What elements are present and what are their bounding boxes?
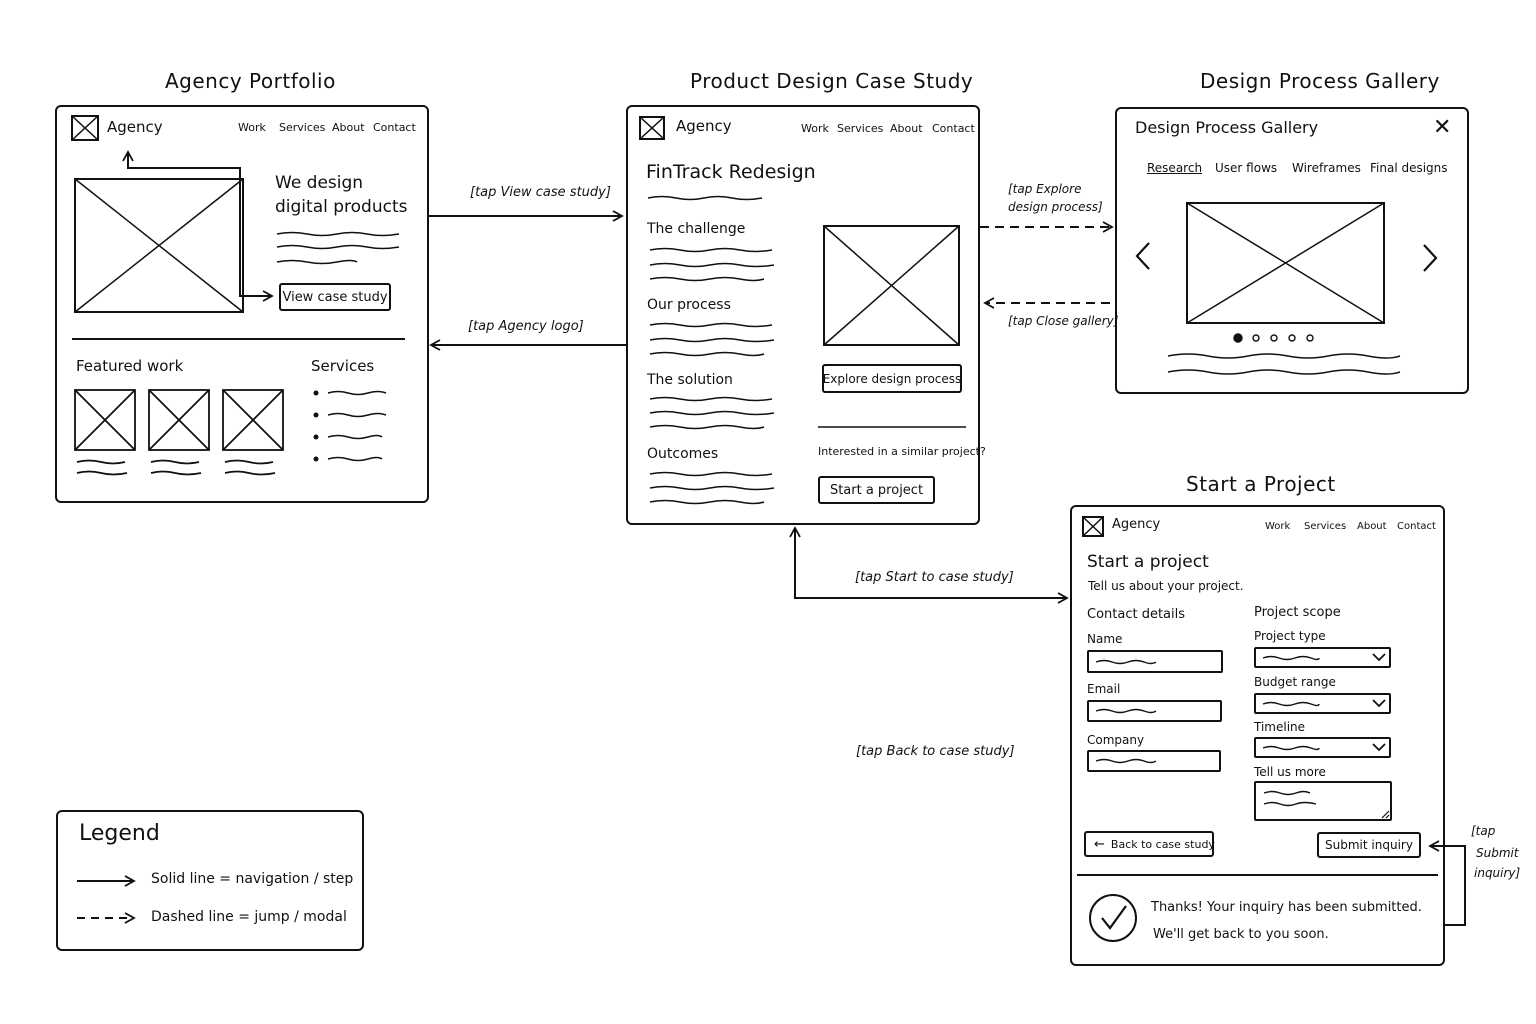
case-study-nav-about[interactable]: About [890,122,923,135]
company-field[interactable] [1087,750,1221,772]
start-project-screen [1070,505,1445,966]
gallery-tab-final-designs[interactable]: Final designs [1370,161,1448,175]
start-project-nav-about[interactable]: About [1357,521,1387,532]
back-to-case-study-label: Back to case study [1110,837,1215,851]
view-case-study-button[interactable]: View case study [279,283,391,311]
explore-design-process-button[interactable]: Explore design process [822,364,962,393]
gallery-tab-research[interactable]: Research [1147,161,1203,175]
annotation-explore-line2: design process] [1008,200,1103,214]
case-study-nav-contact[interactable]: Contact [932,122,975,135]
annotation-submit-line2: Submit [1476,846,1519,860]
arrow-left-icon: ← [1094,836,1105,852]
case-study-screen-title: Product Design Case Study [690,69,974,93]
annotation-explore-line1: [tap Explore [1008,182,1082,196]
name-label: Name [1087,632,1123,646]
portfolio-nav-about[interactable]: About [332,121,365,134]
legend-title: Legend [79,821,160,846]
budget-range-label: Budget range [1254,675,1336,689]
annotation-start-case: [tap Start to case study] [855,570,1014,585]
annotation-agency-logo: [tap Agency logo] [468,319,584,334]
project-scope-heading: Project scope [1254,605,1341,620]
timeline-select[interactable] [1254,737,1391,758]
portfolio-hero-line1: We design [275,173,364,193]
portfolio-screen-title: Agency Portfolio [165,69,336,93]
submit-inquiry-button[interactable]: Submit inquiry [1317,832,1421,858]
annotation-view-case-study: [tap View case study] [470,185,611,200]
legend-solid-label: Solid line = navigation / step [151,871,354,887]
portfolio-services-heading: Services [311,357,375,375]
portfolio-featured-heading: Featured work [76,357,184,375]
budget-range-select[interactable] [1254,693,1391,714]
annotation-submit-line1: [tap [1471,824,1496,838]
case-study-nav-services[interactable]: Services [837,122,884,135]
portfolio-nav-contact[interactable]: Contact [373,121,416,134]
annotation-close-gallery: [tap Close gallery] [1008,314,1119,328]
portfolio-brand[interactable]: Agency [107,118,163,136]
project-type-label: Project type [1254,629,1326,643]
tell-us-more-textarea[interactable] [1254,781,1392,821]
contact-details-heading: Contact details [1087,607,1186,622]
arrow-start-project [794,530,1069,604]
case-study-section-process: Our process [647,297,731,313]
portfolio-nav-services[interactable]: Services [279,121,326,134]
success-message-line2: We'll get back to you soon. [1153,927,1329,942]
case-study-cta-prompt: Interested in a similar project? [818,445,986,458]
portfolio-nav-work[interactable]: Work [238,121,266,134]
case-study-nav-work[interactable]: Work [801,122,829,135]
annotation-submit-line3: inquiry] [1474,866,1521,880]
email-label: Email [1087,682,1121,696]
start-project-screen-title: Start a Project [1186,472,1336,496]
start-project-nav-work[interactable]: Work [1265,521,1291,532]
portfolio-hero-line2: digital products [275,197,408,217]
tell-us-more-label: Tell us more [1254,765,1326,779]
gallery-tab-user-flows[interactable]: User flows [1215,161,1278,175]
back-to-case-study-button[interactable]: ← Back to case study [1084,831,1215,857]
start-project-nav-contact[interactable]: Contact [1397,521,1436,532]
start-project-brand[interactable]: Agency [1112,517,1161,532]
start-a-project-button[interactable]: Start a project [818,476,935,504]
company-label: Company [1087,733,1145,747]
case-study-section-outcomes: Outcomes [647,446,719,462]
email-field[interactable] [1087,700,1222,722]
gallery-screen-title: Design Process Gallery [1200,69,1440,93]
name-field[interactable] [1087,650,1223,673]
legend-dashed-label: Dashed line = jump / modal [151,909,347,925]
case-study-heading: FinTrack Redesign [646,161,816,183]
case-study-section-challenge: The challenge [647,221,746,237]
start-project-nav-services[interactable]: Services [1304,521,1347,532]
close-gallery-icon[interactable]: ✕ [1433,115,1452,140]
case-study-section-solution: The solution [647,372,733,388]
gallery-header: Design Process Gallery [1135,118,1319,137]
project-type-select[interactable] [1254,647,1391,668]
start-project-subheading: Tell us about your project. [1088,579,1244,593]
annotation-back-case: [tap Back to case study] [856,744,1015,759]
gallery-tab-wireframes[interactable]: Wireframes [1292,161,1361,175]
start-project-heading: Start a project [1087,552,1209,572]
success-message-line1: Thanks! Your inquiry has been submitted. [1151,900,1422,915]
gallery-screen [1115,107,1469,394]
timeline-label: Timeline [1254,720,1306,734]
case-study-brand[interactable]: Agency [676,117,732,135]
